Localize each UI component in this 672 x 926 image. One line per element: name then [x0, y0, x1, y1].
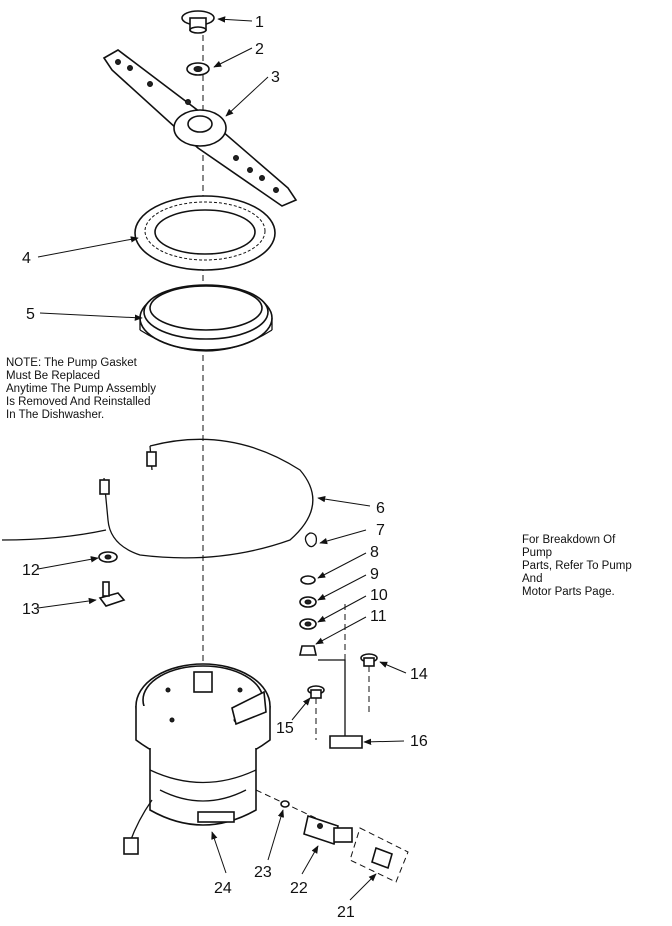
callout-10: 8: [370, 544, 379, 561]
callout-23: 23: [254, 864, 272, 881]
note-line: Pump: [522, 547, 552, 559]
note-breakdown-reference: For Breakdown Of Pump Parts, Refer To Pu…: [522, 534, 632, 598]
callout-11: 9: [370, 566, 379, 583]
note-line: For Breakdown Of: [522, 534, 616, 546]
part-screw-right: [360, 653, 378, 716]
note-line: Must Be Replaced: [6, 370, 100, 382]
callout-12: 10: [370, 587, 388, 604]
part-filter-screen: [134, 195, 276, 271]
note-line: NOTE: The Pump Gasket: [6, 357, 138, 369]
note-pump-gasket: NOTE: The Pump Gasket Must Be Replaced A…: [6, 357, 156, 421]
callout-labels: 1 2 3 4 5 6 7 8 9 10 11 12 13 14 15 16 2…: [22, 14, 428, 921]
callout-13: 11: [370, 608, 387, 625]
callout-22: 22: [290, 880, 308, 897]
note-line: Parts, Refer To Pump: [522, 560, 632, 572]
part-washer-top: [186, 62, 210, 76]
part-screw-left: [307, 685, 325, 740]
note-line: And: [522, 573, 542, 585]
callout-1: 13: [22, 601, 40, 618]
callout-9: 7: [376, 522, 385, 539]
part-hardware-stack: [299, 532, 318, 656]
part-bracket-clip: [98, 581, 126, 607]
note-line: Is Removed And Reinstalled: [6, 396, 150, 408]
part-cap: [181, 10, 215, 34]
note-line: Motor Parts Page.: [522, 586, 615, 598]
part-mounting-bracket: [318, 600, 363, 749]
callout-14: 14: [410, 666, 428, 683]
part-bracket-plate: [349, 827, 409, 883]
leader-lines: [37, 16, 407, 901]
part-clamp-wire: [1, 438, 314, 559]
note-line: In The Dishwasher.: [6, 409, 104, 421]
callout-16: 16: [410, 733, 428, 750]
callout-6: 2: [255, 41, 264, 58]
callout-3: 5: [26, 306, 35, 323]
callout-15: 15: [276, 720, 294, 737]
part-pump-motor-assembly: [123, 663, 321, 855]
callout-7: 3: [271, 69, 280, 86]
callout-5: 1: [255, 14, 264, 31]
callout-4: 4: [22, 250, 31, 267]
note-line: Anytime The Pump Assembly: [6, 383, 156, 395]
callout-21: 21: [337, 904, 355, 921]
callout-2: 12: [22, 562, 40, 579]
part-spray-arm: [102, 49, 298, 207]
part-connector-valve: [303, 814, 353, 846]
callout-24: 24: [214, 880, 232, 897]
part-pump-gasket: [139, 284, 273, 352]
part-washer-left: [98, 551, 118, 563]
callout-8: 6: [376, 500, 385, 517]
part-o-ring: [280, 800, 290, 808]
